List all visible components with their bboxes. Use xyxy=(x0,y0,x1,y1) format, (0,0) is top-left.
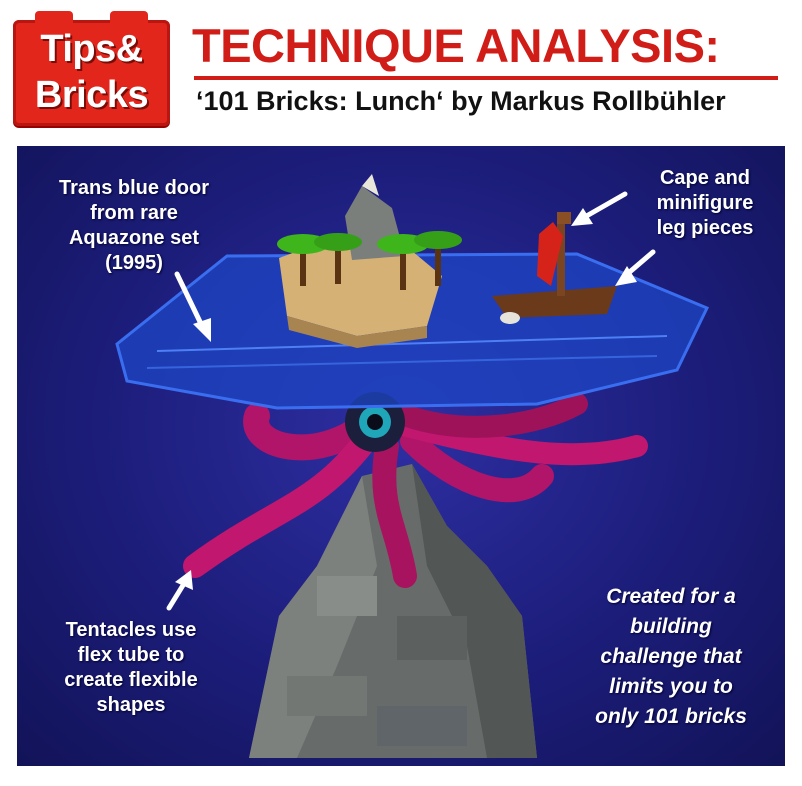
caption-building-challenge: Created for a building challenge that li… xyxy=(595,585,747,728)
logo-line-1: Tips& xyxy=(40,28,143,70)
arrow-icon xyxy=(174,271,211,342)
palm-trees xyxy=(277,231,462,290)
title-underline xyxy=(194,76,778,80)
island xyxy=(277,174,462,348)
logo-line-2: Bricks xyxy=(34,74,149,116)
cape-boat xyxy=(492,212,617,324)
rock-base xyxy=(249,464,537,758)
page-title: TECHNIQUE ANALYSIS: xyxy=(192,19,720,72)
page-subtitle: ‘101 Bricks: Lunch‘ by Markus Rollbühler xyxy=(196,86,726,116)
arrow-icon xyxy=(615,249,656,286)
arrow-icon xyxy=(166,570,193,611)
caption-tentacles: Tentacles use flex tube to create flexib… xyxy=(64,619,198,716)
arrow-icon xyxy=(571,191,628,226)
caption-cape-pieces: Cape and minifigure leg pieces xyxy=(656,167,754,239)
caption-trans-blue-door: Trans blue door from rare Aquazone set (… xyxy=(58,177,210,274)
tentacles xyxy=(183,393,648,588)
tips-and-bricks-logo: Tips& Bricks xyxy=(13,11,170,126)
lego-model-photo: Trans blue door from rare Aquazone set (… xyxy=(17,146,785,766)
lego-model-illustration xyxy=(115,174,710,758)
